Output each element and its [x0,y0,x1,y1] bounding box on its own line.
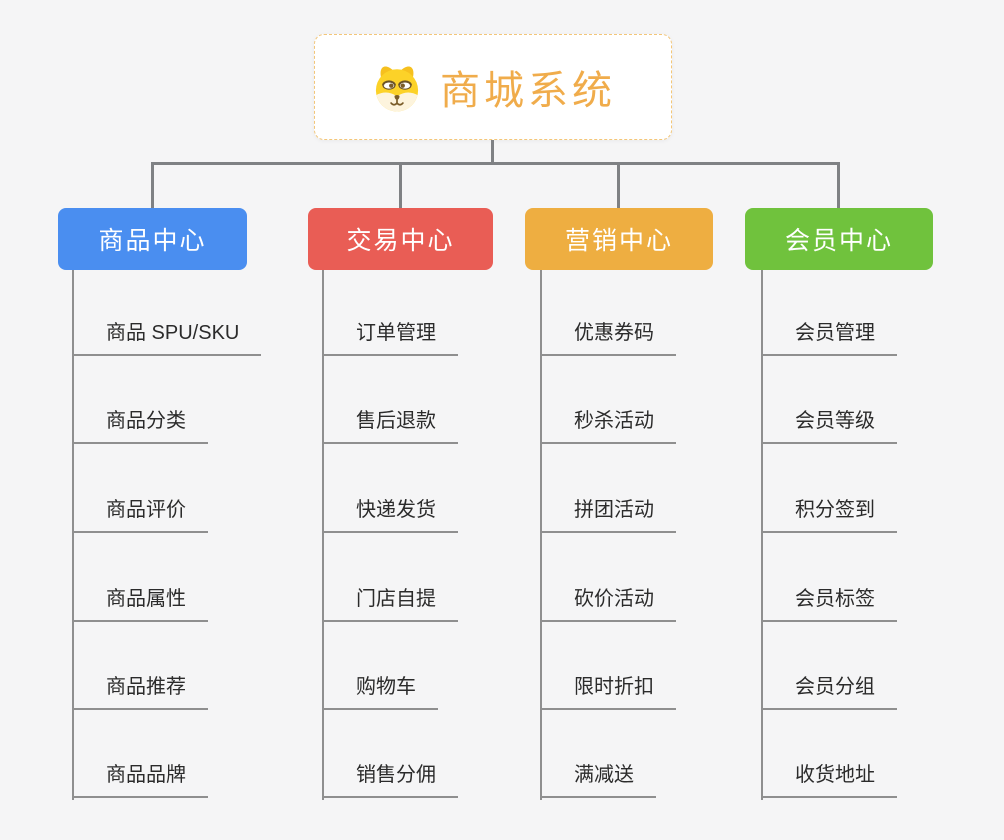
leaf-node[interactable]: 会员管理 [761,310,897,356]
leaf-node[interactable]: 商品分类 [72,398,208,444]
leaf-node[interactable]: 门店自提 [322,576,458,622]
leaf-node[interactable]: 限时折扣 [540,664,676,710]
root-node[interactable]: 商城系统 [314,34,672,140]
leaf-node[interactable]: 订单管理 [322,310,458,356]
leaf-node[interactable]: 收货地址 [761,752,897,798]
leaf-node[interactable]: 商品品牌 [72,752,208,798]
leaf-node[interactable]: 快递发货 [322,487,458,533]
connector-drop-2 [399,163,402,208]
dog-icon [370,60,424,114]
leaf-node[interactable]: 会员分组 [761,664,897,710]
leaf-node[interactable]: 销售分佣 [322,752,458,798]
leaf-node[interactable]: 商品 SPU/SKU [72,310,262,356]
branch-node-marketing-center[interactable]: 营销中心 [525,208,713,270]
leaf-node[interactable]: 优惠券码 [540,310,676,356]
leaf-node[interactable]: 秒杀活动 [540,398,676,444]
branch-trunk-line [72,270,74,800]
leaf-node[interactable]: 满减送 [540,752,656,798]
root-title: 商城系统 [440,69,616,113]
leaf-node[interactable]: 会员标签 [761,576,897,622]
leaf-node[interactable]: 购物车 [322,664,438,710]
connector-bus [151,162,840,165]
branch-trunk-line [540,270,542,800]
leaf-node[interactable]: 会员等级 [761,398,897,444]
branch-trunk-line [761,270,763,800]
leaf-node[interactable]: 拼团活动 [540,487,676,533]
connector-root-stub [491,140,494,164]
connector-drop-3 [617,163,620,208]
leaf-node[interactable]: 商品属性 [72,576,208,622]
leaf-node[interactable]: 积分签到 [761,487,897,533]
branch-node-member-center[interactable]: 会员中心 [745,208,933,270]
leaf-node[interactable]: 商品推荐 [72,664,208,710]
leaf-node[interactable]: 售后退款 [322,398,458,444]
leaf-node[interactable]: 商品评价 [72,487,208,533]
branch-node-trade-center[interactable]: 交易中心 [308,208,493,270]
connector-drop-1 [151,163,154,208]
leaf-node[interactable]: 砍价活动 [540,576,676,622]
branch-node-product-center[interactable]: 商品中心 [58,208,247,270]
connector-drop-4 [837,163,840,208]
branch-trunk-line [322,270,324,800]
